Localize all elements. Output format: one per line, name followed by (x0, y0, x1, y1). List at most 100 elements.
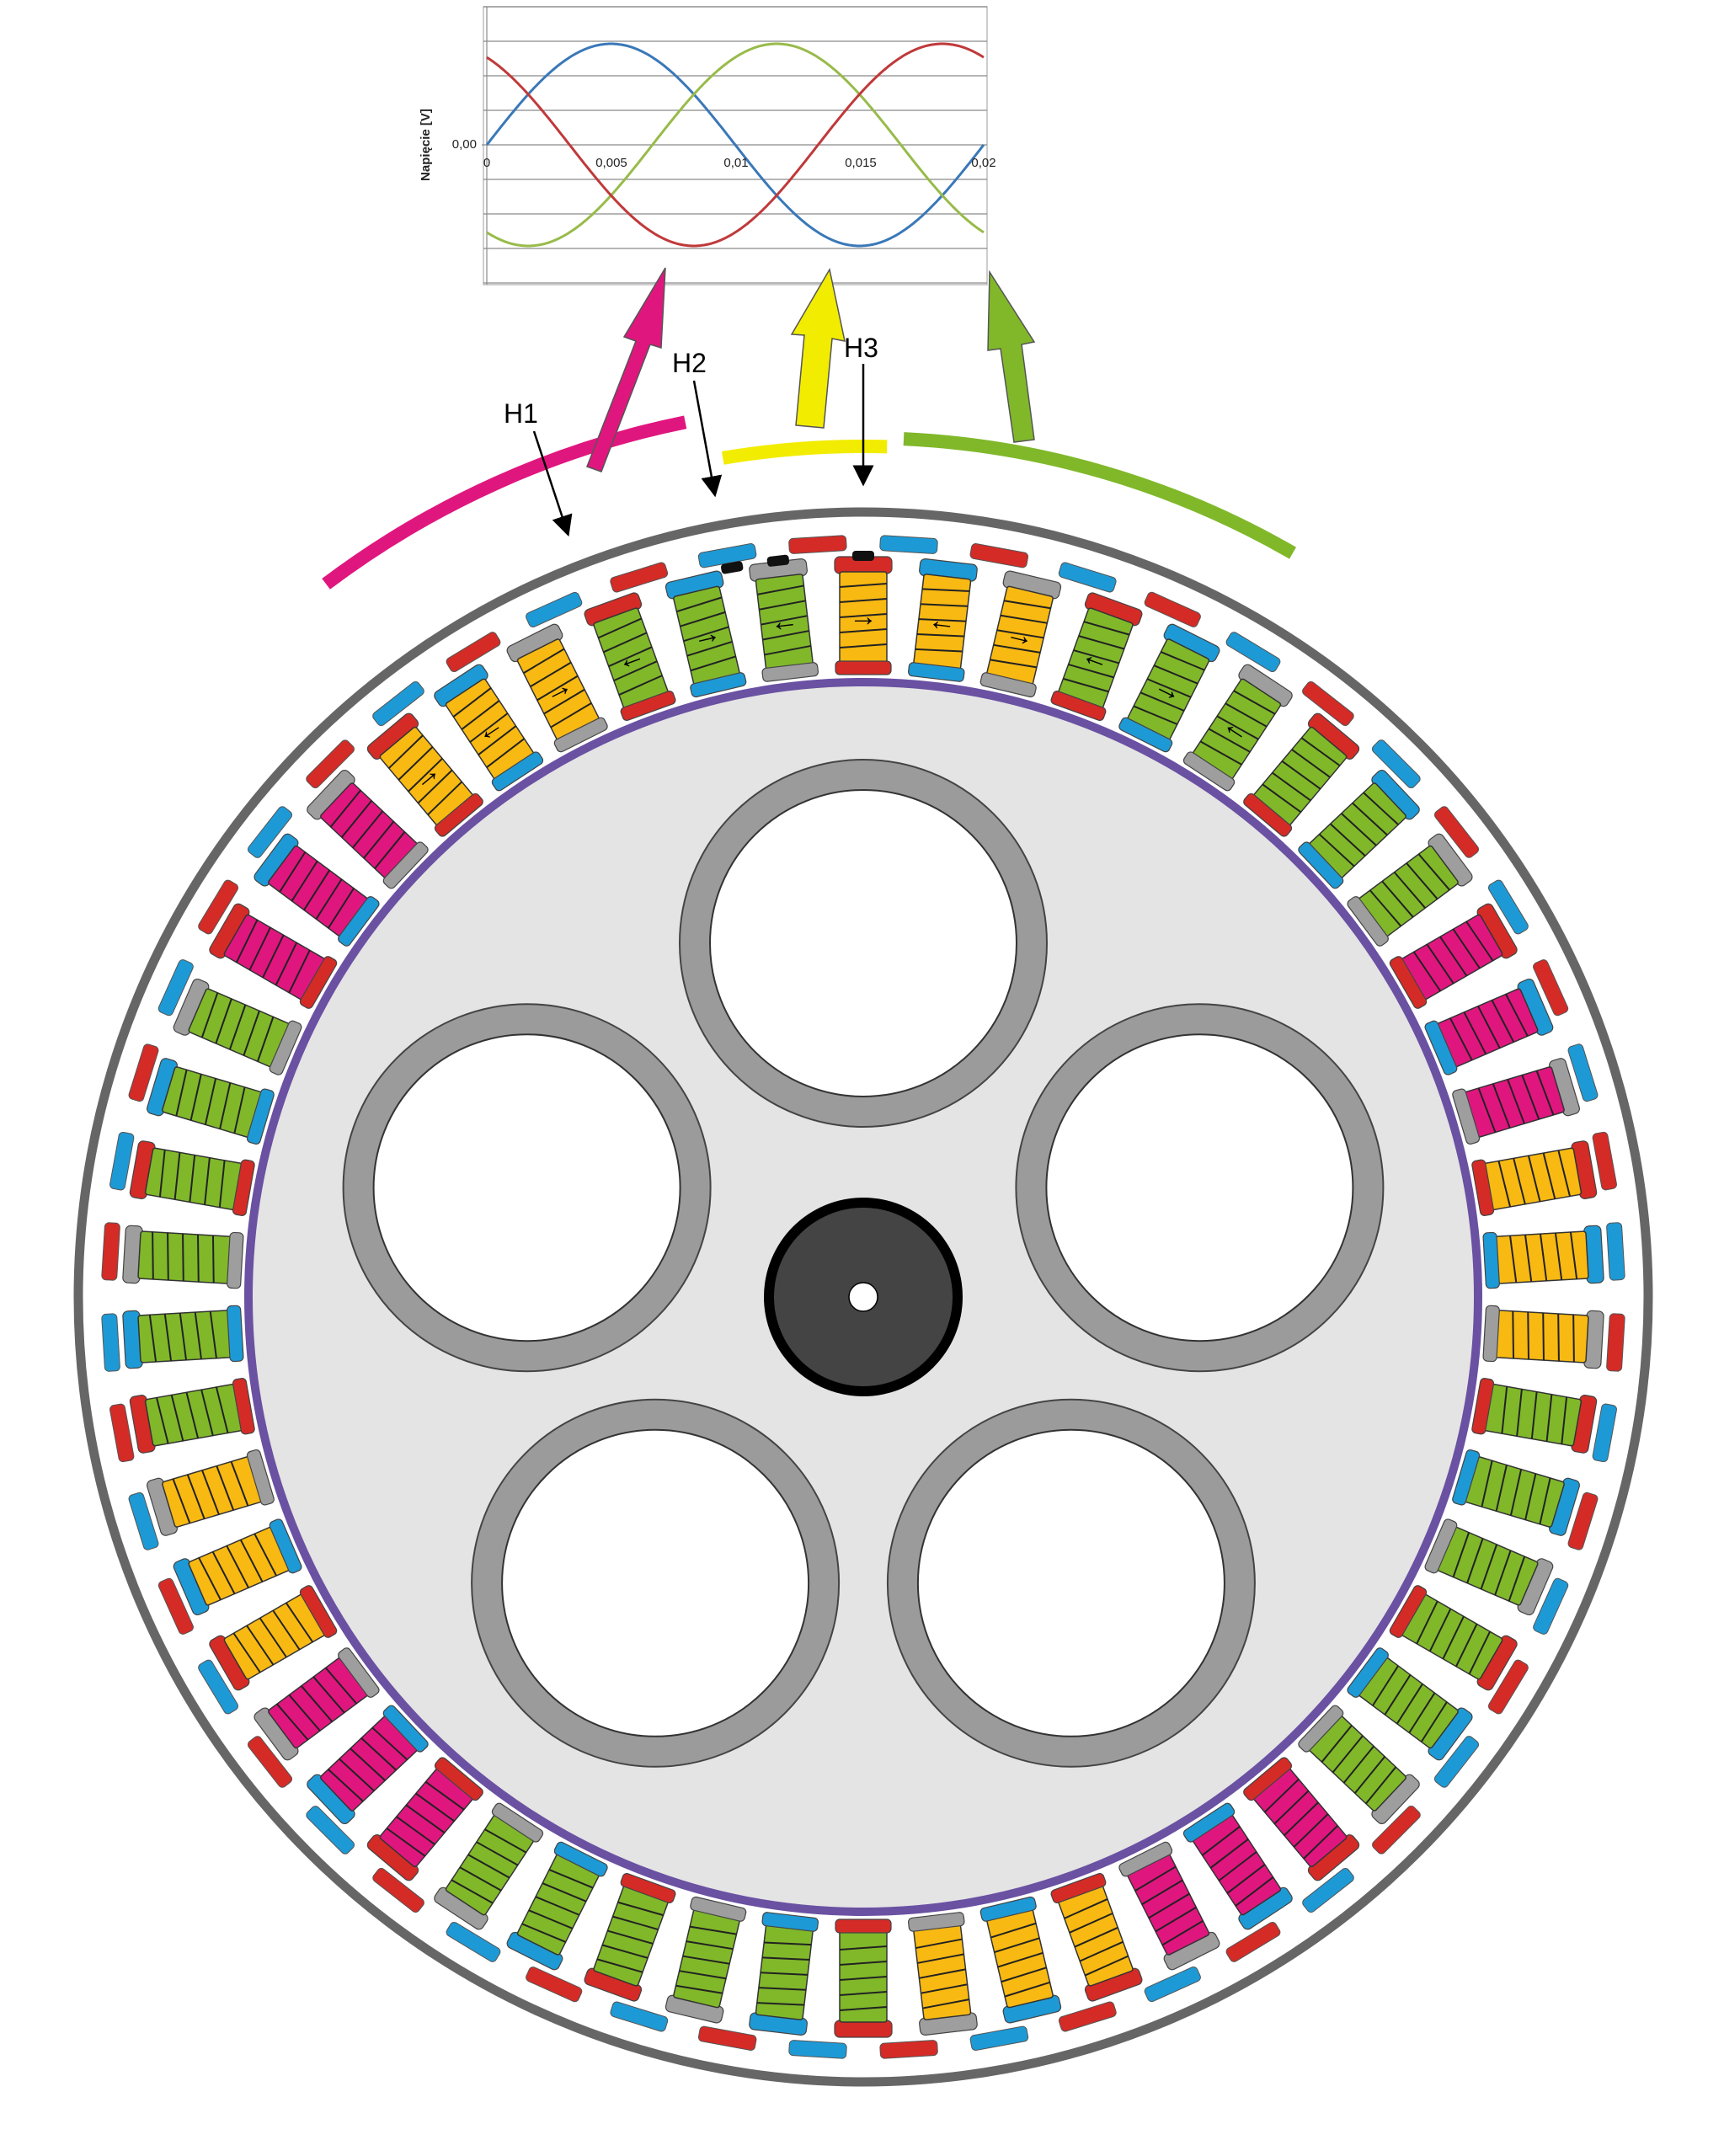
winding-line (204, 1078, 217, 1125)
winding-line (1561, 1396, 1568, 1444)
stator-tooth: ← (584, 592, 676, 721)
hall-sensor-3 (852, 551, 874, 561)
stator-tooth: → (834, 556, 893, 675)
winding-line (1497, 1161, 1512, 1208)
stator-tooth (1452, 1449, 1580, 1536)
winding-line (1545, 1394, 1553, 1442)
winding-line (424, 1780, 465, 1811)
stator-tooth (307, 769, 429, 889)
winding-line (1516, 1389, 1523, 1437)
winding-line (219, 1082, 232, 1129)
winding-line (1509, 1235, 1518, 1283)
winding-line (235, 919, 259, 963)
winding-line (1160, 651, 1205, 671)
winding-line (415, 1792, 455, 1822)
winding-line (917, 1953, 964, 1964)
winding-line (1001, 1967, 1047, 1983)
magnet (1433, 806, 1480, 858)
winding-line (288, 1694, 321, 1732)
winding-line (915, 648, 963, 653)
tooth-shoe (1050, 691, 1107, 721)
winding-line (1554, 1232, 1563, 1280)
magnet (1302, 1867, 1354, 1913)
tooth-shoe (232, 1159, 255, 1216)
winding-line (324, 1667, 358, 1705)
magnet (109, 1131, 135, 1191)
winding-line (1155, 1906, 1197, 1933)
winding-line (301, 1685, 334, 1723)
winding-line (243, 1010, 260, 1056)
winding-line (340, 800, 373, 838)
winding-line (232, 1632, 261, 1673)
magnet (1592, 1131, 1617, 1191)
winding-line (1539, 1477, 1551, 1524)
winding-line (1209, 1838, 1249, 1869)
magnet (372, 1867, 424, 1913)
winding-line (461, 700, 500, 730)
signal-arrow-yellow (790, 267, 846, 429)
tooth-shoe (1471, 1378, 1495, 1435)
winding-line (216, 1465, 235, 1511)
stator-tooth (129, 1378, 255, 1454)
winding-line (915, 1938, 963, 1950)
tooth-shoe (299, 956, 338, 1009)
magnet (157, 959, 194, 1017)
tooth-shoe (434, 1757, 483, 1801)
chart-series-line (486, 42, 985, 248)
stator-tooth (173, 978, 302, 1075)
winding-line (548, 1869, 594, 1889)
tooth-shoe (1118, 1841, 1173, 1877)
stator-tooth (122, 1225, 244, 1289)
winding-line (1216, 715, 1259, 740)
winding-line (521, 1923, 567, 1943)
winding-line (230, 1461, 249, 1507)
winding-line (152, 1231, 154, 1279)
tooth-shoe (835, 660, 892, 675)
winding-line (218, 1160, 226, 1208)
winding-line (1501, 1386, 1508, 1434)
winding-line (1332, 1735, 1364, 1774)
tooth-shoe (1347, 1647, 1389, 1698)
winding-line (275, 942, 298, 986)
winding-line (1284, 1801, 1319, 1837)
magnet (247, 806, 293, 858)
winding-line (1505, 993, 1529, 1037)
winding-line (1530, 1391, 1538, 1439)
winding-line (427, 781, 463, 816)
winding-line (1426, 943, 1454, 985)
winding-line (689, 1925, 737, 1935)
winding-line (200, 992, 219, 1038)
stator-tooth: → (506, 623, 608, 753)
stator-tooth (979, 1896, 1062, 2024)
winding-line (1293, 1813, 1329, 1848)
winding-line (996, 629, 1044, 639)
magnet (1592, 1403, 1617, 1463)
winding-line (226, 1545, 249, 1588)
winding-line (1303, 1825, 1338, 1860)
stator-tooth: → (366, 712, 483, 837)
magnet (1606, 1222, 1625, 1281)
winding-line (1442, 1615, 1465, 1660)
tooth-shoe (227, 1231, 244, 1289)
winding-line (528, 1909, 574, 1929)
stator-tooth (1243, 1757, 1360, 1881)
winding-line (194, 1312, 202, 1359)
winding-line (1369, 889, 1402, 927)
tooth-shoe (1482, 1305, 1500, 1363)
magnet (1058, 562, 1117, 593)
magnet (1058, 2001, 1117, 2032)
winding-line (762, 1956, 810, 1961)
stator-tooth (1452, 1058, 1580, 1145)
winding-line (1507, 1079, 1525, 1124)
magnet (788, 2040, 847, 2059)
winding-line (757, 584, 804, 595)
magnet (446, 632, 501, 673)
stator-tooth (1482, 1305, 1604, 1369)
tooth-shoe (1243, 792, 1293, 837)
tooth-shoe (553, 717, 608, 753)
winding-line (158, 1150, 166, 1198)
winding-line (1449, 1017, 1473, 1061)
winding-line (1079, 1940, 1124, 1962)
winding-line (607, 1929, 654, 1945)
stator-tooth (584, 1873, 676, 2002)
